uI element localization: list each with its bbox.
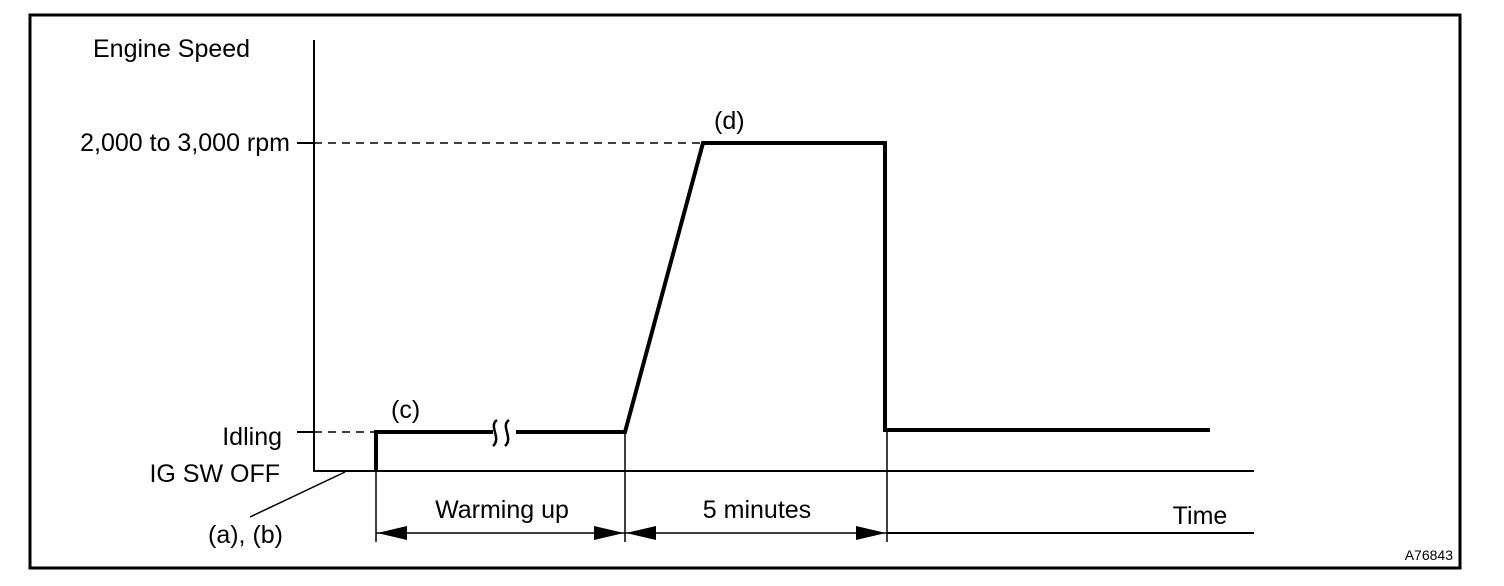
high-speed-level-label: 2,000 to 3,000 rpm bbox=[80, 129, 290, 157]
time-axis-label: Time bbox=[1173, 502, 1228, 530]
figure-code: A76843 bbox=[1405, 547, 1453, 563]
engine-speed-profile-part1 bbox=[374, 430, 493, 471]
idle-start-annotation: (c) bbox=[391, 396, 420, 424]
diagram-frame bbox=[28, 13, 1462, 570]
start-leader-line bbox=[249, 471, 346, 518]
y-axis-label: Engine Speed bbox=[93, 35, 250, 63]
start-annotation: (a), (b) bbox=[208, 521, 283, 549]
warming-up-arrow-right bbox=[594, 526, 624, 540]
ig-sw-off-label: IG SW OFF bbox=[149, 460, 280, 488]
engine-speed-profile-part2 bbox=[516, 141, 1210, 434]
five-minutes-arrow-left bbox=[626, 526, 656, 540]
five-minutes-arrow-right bbox=[856, 526, 886, 540]
time-break-symbol bbox=[492, 418, 510, 447]
warming-up-label: Warming up bbox=[435, 496, 569, 524]
five-minutes-label: 5 minutes bbox=[703, 496, 811, 524]
warming-up-arrow-left bbox=[377, 526, 407, 540]
high-speed-annotation: (d) bbox=[714, 107, 745, 135]
idle-level-label: Idling bbox=[222, 423, 282, 451]
